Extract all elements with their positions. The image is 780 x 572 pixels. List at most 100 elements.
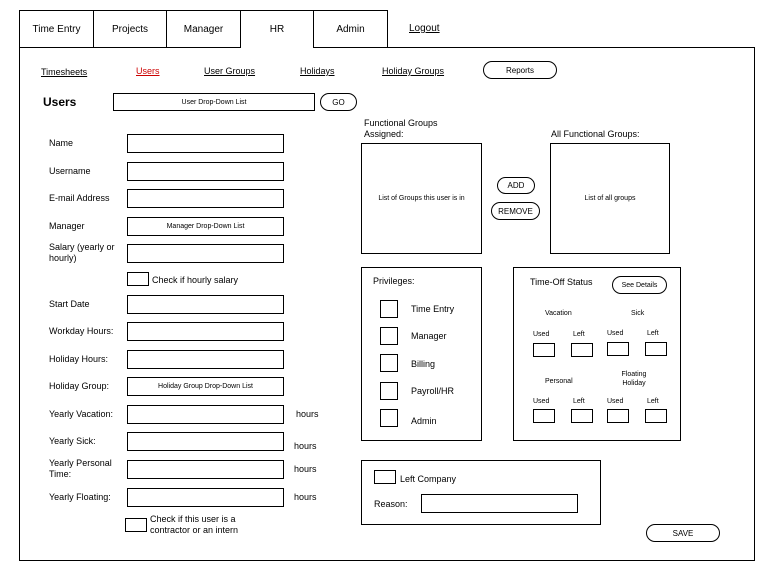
yearly-vacation-field[interactable] xyxy=(127,405,284,424)
personal-label: Personal xyxy=(545,378,573,385)
salary-field[interactable] xyxy=(127,244,284,263)
contractor-checkbox[interactable] xyxy=(125,518,147,532)
reason-field[interactable] xyxy=(421,494,578,513)
save-button[interactable]: SAVE xyxy=(646,524,720,542)
privilege-manager-checkbox[interactable] xyxy=(380,327,398,345)
all-groups-list[interactable]: List of all groups xyxy=(550,143,670,254)
manager-dropdown[interactable]: Manager Drop-Down List xyxy=(127,217,284,236)
floating-used-field[interactable] xyxy=(607,409,629,423)
holiday-group-label: Holiday Group: xyxy=(49,381,110,391)
reason-label: Reason: xyxy=(374,499,408,509)
username-field[interactable] xyxy=(127,162,284,181)
privilege-admin-label: Admin xyxy=(411,416,437,426)
subnav-users[interactable]: Users xyxy=(136,66,160,76)
floating-hours-unit: hours xyxy=(294,492,317,502)
personal-used-label: Used xyxy=(533,398,550,405)
privilege-time-entry-checkbox[interactable] xyxy=(380,300,398,318)
privilege-time-entry-label: Time Entry xyxy=(411,304,455,314)
name-field[interactable] xyxy=(127,134,284,153)
yearly-personal-field[interactable] xyxy=(127,460,284,479)
privileges-title: Privileges: xyxy=(373,276,415,286)
tab-label: Admin xyxy=(336,23,365,35)
tab-label: HR xyxy=(269,24,285,35)
yearly-floating-field[interactable] xyxy=(127,488,284,507)
logout-link[interactable]: Logout xyxy=(409,23,440,34)
remove-button[interactable]: REMOVE xyxy=(491,202,540,220)
sick-hours-unit: hours xyxy=(294,441,317,451)
floating-used-label: Used xyxy=(607,398,624,405)
vacation-left-label: Left xyxy=(573,331,585,338)
privilege-admin-checkbox[interactable] xyxy=(380,409,398,427)
privilege-billing-label: Billing xyxy=(411,359,436,369)
subnav-timesheets[interactable]: Timesheets xyxy=(41,67,88,77)
personal-left-field[interactable] xyxy=(571,409,593,423)
vacation-label: Vacation xyxy=(545,310,572,317)
start-date-field[interactable] xyxy=(127,295,284,314)
reports-button[interactable]: Reports xyxy=(483,61,557,79)
personal-left-label: Left xyxy=(573,398,585,405)
subnav-holidays[interactable]: Holidays xyxy=(300,66,335,76)
main-panel xyxy=(19,47,755,561)
sick-used-field[interactable] xyxy=(607,342,629,356)
floating-left-label: Left xyxy=(647,398,659,405)
tab-label: Projects xyxy=(111,23,149,35)
yearly-floating-label: Yearly Floating: xyxy=(49,492,111,502)
holiday-hours-field[interactable] xyxy=(127,350,284,369)
email-field[interactable] xyxy=(127,189,284,208)
all-groups-label: All Functional Groups: xyxy=(551,129,640,139)
timeoff-title: Time-Off Status xyxy=(530,277,593,287)
start-date-label: Start Date xyxy=(49,299,90,309)
workday-hours-field[interactable] xyxy=(127,322,284,341)
privilege-payroll-label: Payroll/HR xyxy=(411,386,455,396)
tab-admin[interactable]: Admin xyxy=(313,10,388,47)
add-button[interactable]: ADD xyxy=(497,177,535,194)
tab-projects[interactable]: Projects xyxy=(93,10,167,47)
username-label: Username xyxy=(49,166,91,176)
tab-time-entry[interactable]: Time Entry xyxy=(19,10,94,47)
workday-hours-label: Workday Hours: xyxy=(49,326,114,336)
floating-left-field[interactable] xyxy=(645,409,667,423)
assigned-groups-placeholder: List of Groups this user is in xyxy=(378,195,465,202)
holiday-group-dropdown[interactable]: Holiday Group Drop-Down List xyxy=(127,377,284,396)
all-groups-placeholder: List of all groups xyxy=(584,195,636,202)
personal-hours-unit: hours xyxy=(294,464,317,474)
left-company-checkbox[interactable] xyxy=(374,470,396,484)
yearly-personal-label: Yearly Personal Time: xyxy=(49,458,112,479)
tab-label: Time Entry xyxy=(32,23,81,35)
holiday-hours-label: Holiday Hours: xyxy=(49,354,109,364)
privilege-billing-checkbox[interactable] xyxy=(380,354,398,372)
name-label: Name xyxy=(49,138,74,148)
go-button[interactable]: GO xyxy=(320,93,357,111)
user-dropdown[interactable]: User Drop-Down List xyxy=(113,93,315,111)
tab-hr[interactable]: HR xyxy=(240,10,314,48)
vacation-used-field[interactable] xyxy=(533,343,555,357)
tab-manager[interactable]: Manager xyxy=(166,10,241,47)
assigned-groups-list[interactable]: List of Groups this user is in xyxy=(361,143,482,254)
contractor-checkbox-label: Check if this user is a contractor or an… xyxy=(150,514,239,535)
left-company-panel xyxy=(361,460,601,525)
tab-label: Manager xyxy=(183,23,224,35)
yearly-vacation-label: Yearly Vacation: xyxy=(49,409,114,419)
hourly-checkbox-label: Check if hourly salary xyxy=(152,275,239,285)
hourly-checkbox[interactable] xyxy=(127,272,149,286)
left-company-label: Left Company xyxy=(400,474,457,484)
yearly-sick-field[interactable] xyxy=(127,432,284,451)
subnav-holiday-groups[interactable]: Holiday Groups xyxy=(382,66,445,76)
sick-left-field[interactable] xyxy=(645,342,667,356)
privilege-payroll-checkbox[interactable] xyxy=(380,382,398,400)
sick-left-label: Left xyxy=(647,330,659,337)
vacation-used-label: Used xyxy=(533,331,550,338)
floating-label: Floating Holiday xyxy=(621,371,647,387)
personal-used-field[interactable] xyxy=(533,409,555,423)
page-title: Users xyxy=(43,95,77,109)
subnav-user-groups[interactable]: User Groups xyxy=(204,66,256,76)
assigned-groups-label: Functional Groups Assigned: xyxy=(364,118,438,139)
vacation-hours-unit: hours xyxy=(296,409,319,419)
yearly-sick-label: Yearly Sick: xyxy=(49,436,96,446)
salary-label: Salary (yearly or hourly) xyxy=(49,242,115,263)
manager-label: Manager xyxy=(49,221,85,231)
see-details-button[interactable]: See Details xyxy=(612,276,667,294)
email-label: E-mail Address xyxy=(49,193,110,203)
vacation-left-field[interactable] xyxy=(571,343,593,357)
sick-label: Sick xyxy=(631,310,645,317)
